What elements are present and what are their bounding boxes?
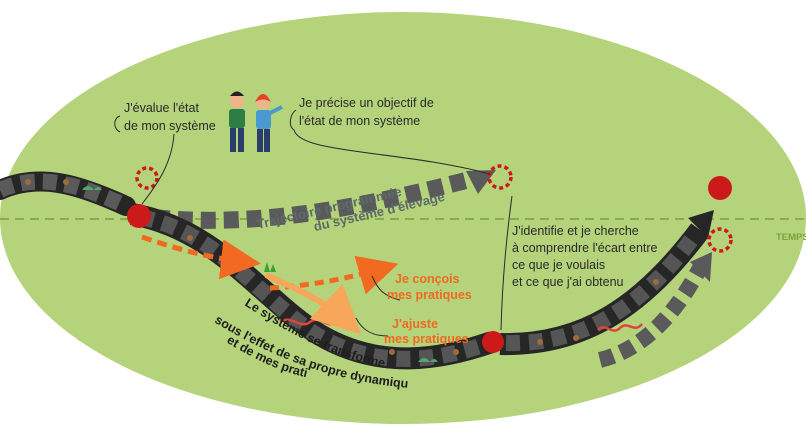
cow-icon	[25, 179, 31, 185]
design-label-line-1: Je conçois	[395, 272, 460, 286]
previous-objective-marker	[135, 166, 159, 190]
cow-icon	[573, 335, 579, 341]
incoming-dashes	[0, 173, 130, 214]
new-objective-marker	[707, 227, 733, 253]
evaluate-label-line-1: J'évalue l'état	[124, 101, 199, 115]
cow-icon	[653, 279, 659, 285]
final-state-marker	[708, 176, 732, 200]
identify-label-line-4: et ce que j'ai obtenu	[512, 275, 624, 289]
initial-practice-arrow	[141, 234, 261, 280]
obtained-state-marker	[482, 331, 504, 353]
actual-trajectory-dashes	[138, 209, 489, 367]
identify-label-line-1: J'identifie et je cherche	[512, 224, 639, 238]
design-leader-line	[371, 275, 401, 301]
farmer-man-icon	[229, 91, 245, 152]
time-axis-label: TEMPS	[776, 232, 806, 243]
farmer-woman-icon	[255, 94, 283, 152]
cow-icon	[389, 349, 395, 355]
cow-icon	[537, 339, 543, 345]
evaluate-leader-line	[141, 133, 175, 205]
adjust-label-line-1: J'ajuste	[392, 317, 438, 331]
evaluate-bracket	[114, 115, 121, 133]
bush-icon	[82, 186, 102, 190]
target-trajectory-arrow	[597, 264, 708, 368]
adjust-label-line-2: mes pratiques	[384, 332, 469, 346]
grass-icon	[264, 262, 276, 272]
cow-icon	[453, 349, 459, 355]
target-arrow-head	[690, 252, 712, 282]
identify-label-line-3: ce que je voulais	[512, 258, 605, 272]
cow-icon	[63, 179, 69, 185]
bush-icon	[418, 358, 438, 362]
adjust-practice-arrow	[264, 272, 362, 335]
objective-label-line-2: l'état de mon système	[299, 114, 420, 128]
objective-leader-line	[289, 109, 491, 175]
evaluate-label-line-2: de mon système	[124, 119, 216, 133]
corrected-trajectory-dashes	[505, 231, 701, 352]
objective-label-line-1: Je précise un objectif de	[299, 96, 434, 110]
adjust-leader-line	[355, 317, 389, 337]
recovery-squiggle	[597, 323, 643, 332]
cow-icon	[229, 259, 235, 265]
cow-icon	[187, 235, 193, 241]
design-label-line-2: mes pratiques	[387, 288, 472, 302]
initial-state-marker	[127, 204, 151, 228]
identify-label-line-2: à comprendre l'écart entre	[512, 241, 658, 255]
objective-state-marker	[487, 164, 513, 190]
corrected-arrow-head	[688, 210, 714, 238]
identify-leader-line	[500, 195, 513, 331]
